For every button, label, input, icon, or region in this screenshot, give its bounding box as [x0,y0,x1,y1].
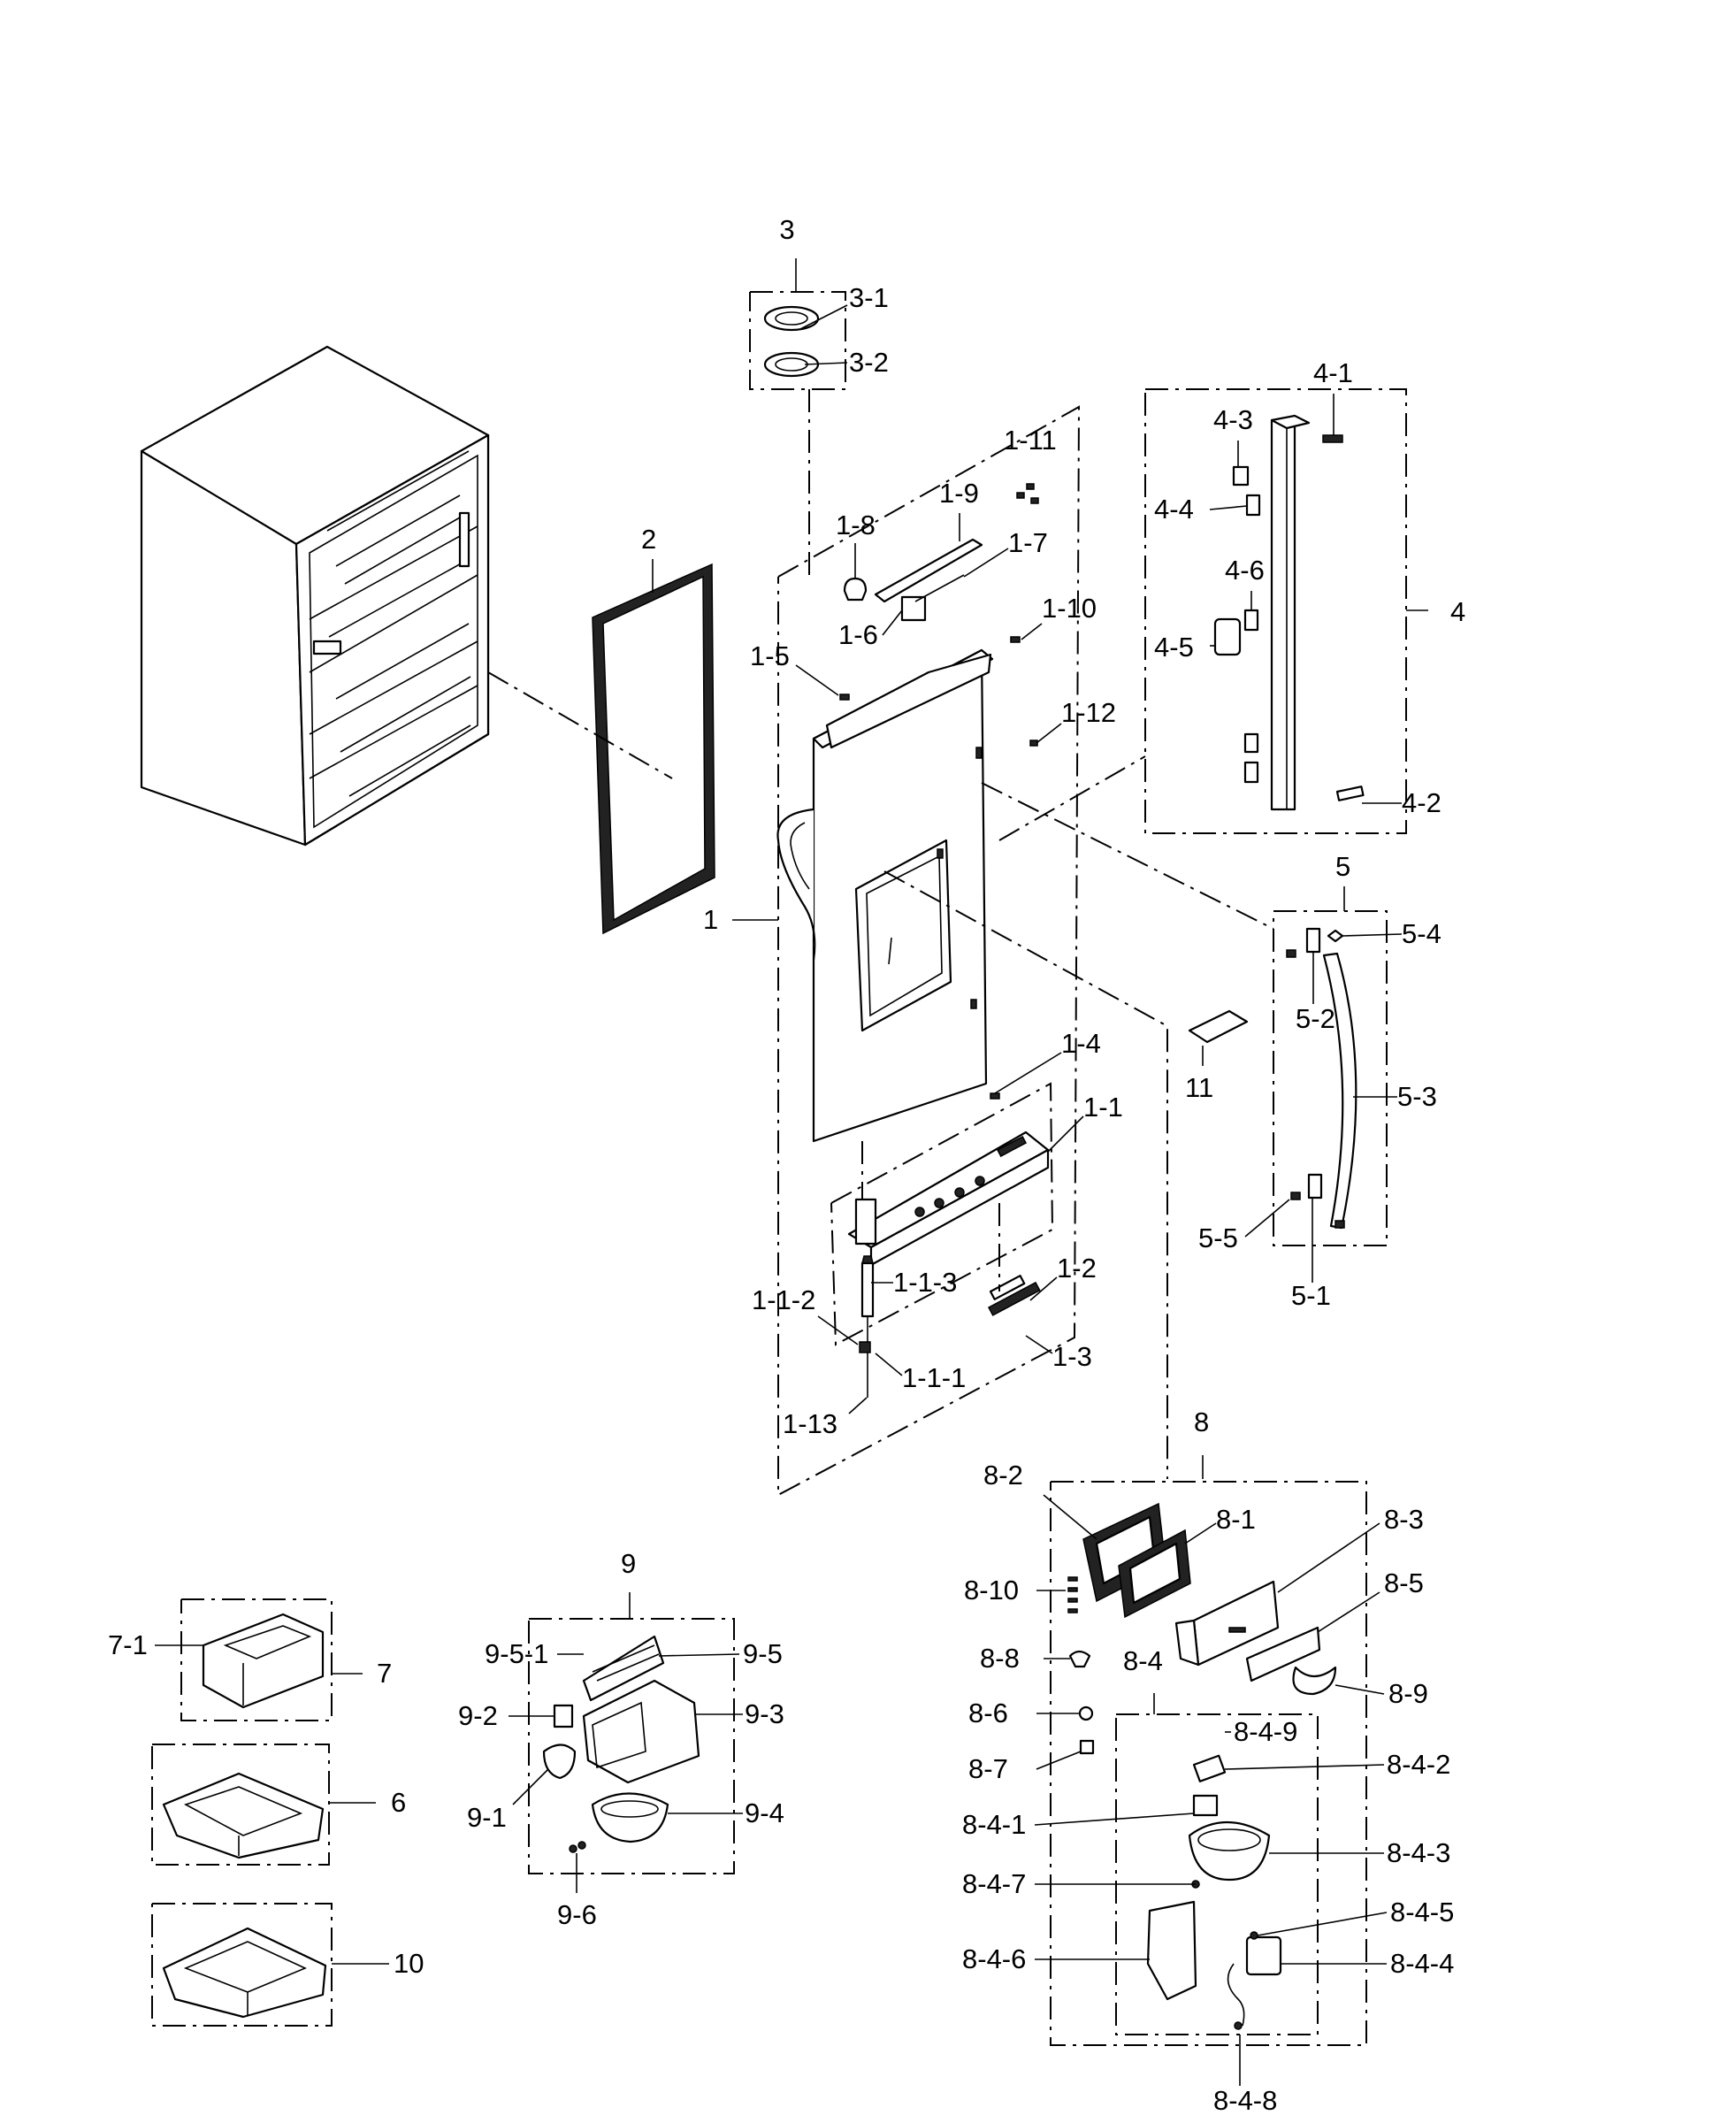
part-9-group [528,1592,735,1874]
label-part-6: 6 [391,1787,406,1818]
label-part-8-4: 8-4 [1123,1645,1163,1676]
refrigerator-cabinet [140,345,490,847]
label-part-8-4-1: 8-4-1 [962,1809,1026,1840]
label-part-9-6: 9-6 [557,1899,597,1930]
label-part-8-6: 8-6 [968,1698,1008,1728]
label-part-9-4: 9-4 [745,1797,784,1828]
leader-door-to-part-8 [883,870,1168,1479]
label-part-4-5: 4-5 [1154,632,1194,663]
label-part-1: 1 [703,904,718,935]
label-part-8-10: 8-10 [964,1575,1019,1606]
label-part-1-7: 1-7 [1008,527,1048,558]
part-5-group [1273,910,1388,1246]
label-part-7-1: 7-1 [108,1629,148,1660]
part-11 [1188,1009,1249,1066]
label-part-8-4-3: 8-4-3 [1387,1837,1450,1868]
label-part-10: 10 [394,1948,424,1979]
label-part-5-5: 5-5 [1198,1222,1238,1253]
label-part-8-3: 8-3 [1384,1504,1424,1535]
label-part-9-3: 9-3 [745,1698,784,1729]
label-part-1-8: 1-8 [836,510,876,540]
label-part-3-1: 3-1 [849,282,889,313]
label-part-8-4-5: 8-4-5 [1390,1897,1454,1928]
label-part-11: 11 [1185,1072,1213,1103]
part-4-group [1144,388,1428,834]
label-part-5-1: 5-1 [1291,1280,1331,1311]
label-part-4-6: 4-6 [1225,555,1265,586]
label-part-8-1: 8-1 [1216,1504,1256,1535]
label-part-8-4-4: 8-4-4 [1390,1948,1454,1979]
label-part-8-4-9: 8-4-9 [1234,1716,1297,1747]
label-part-8-2: 8-2 [983,1460,1023,1491]
label-part-1-2: 1-2 [1057,1253,1097,1284]
label-part-4: 4 [1450,596,1465,627]
label-part-8-4-7: 8-4-7 [962,1868,1026,1899]
label-part-8: 8 [1194,1406,1209,1437]
label-part-8-5: 8-5 [1384,1567,1424,1598]
label-part-8-8: 8-8 [980,1643,1020,1674]
leader-door-to-handle [981,782,1274,930]
label-part-3: 3 [779,214,794,245]
label-part-9: 9 [621,1548,636,1579]
label-part-5: 5 [1335,851,1350,882]
label-part-1-11: 1-11 [1004,425,1057,456]
label-part-3-2: 3-2 [849,347,889,378]
label-part-8-9: 8-9 [1388,1678,1428,1709]
label-part-1-6: 1-6 [838,619,878,650]
label-part-1-12: 1-12 [1061,697,1116,728]
part-8-group [1050,1455,1367,2046]
label-part-1-3: 1-3 [1052,1341,1092,1372]
label-part-5-3: 5-3 [1397,1081,1437,1112]
label-part-8-4-8: 8-4-8 [1213,2085,1277,2116]
door-assembly [776,389,1081,1497]
label-part-1-9: 1-9 [939,478,979,509]
label-part-1-13: 1-13 [783,1408,837,1439]
label-part-9-5: 9-5 [743,1638,783,1669]
label-part-5-4: 5-4 [1402,918,1442,949]
label-part-1-10: 1-10 [1042,593,1097,624]
label-part-2: 2 [641,524,656,555]
part-6-group [151,1744,330,1866]
label-part-4-3: 4-3 [1213,404,1253,435]
label-part-5-2: 5-2 [1296,1003,1335,1034]
label-part-8-7: 8-7 [968,1753,1008,1784]
label-part-7: 7 [377,1658,392,1689]
door-top-hardware [839,483,1039,747]
label-part-1-5: 1-5 [750,640,790,671]
part-8-4-group [1115,1693,1319,2035]
label-part-8-4-6: 8-4-6 [962,1943,1026,1974]
label-part-8-4-2: 8-4-2 [1387,1749,1450,1780]
label-part-4-1: 4-1 [1313,357,1353,388]
dispenser-panel [830,1082,1054,1398]
part-10-group [151,1903,333,2027]
label-part-4-2: 4-2 [1402,787,1442,818]
leader-cabinet-to-gasket [487,671,673,779]
label-part-9-5-1: 9-5-1 [485,1638,548,1669]
label-part-4-4: 4-4 [1154,494,1194,525]
part-3-group [749,291,848,390]
label-part-1-4: 1-4 [1061,1028,1101,1059]
label-part-9-2: 9-2 [458,1700,498,1731]
label-part-9-1: 9-1 [467,1802,507,1833]
door-gasket [592,563,715,935]
label-part-1-1-1: 1-1-1 [902,1362,966,1393]
part-7-group [180,1598,333,1721]
label-part-1-1-3: 1-1-3 [893,1267,957,1298]
leader-door-to-trim [998,755,1146,841]
label-part-1-1: 1-1 [1083,1092,1123,1123]
label-part-1-1-2: 1-1-2 [752,1284,815,1315]
